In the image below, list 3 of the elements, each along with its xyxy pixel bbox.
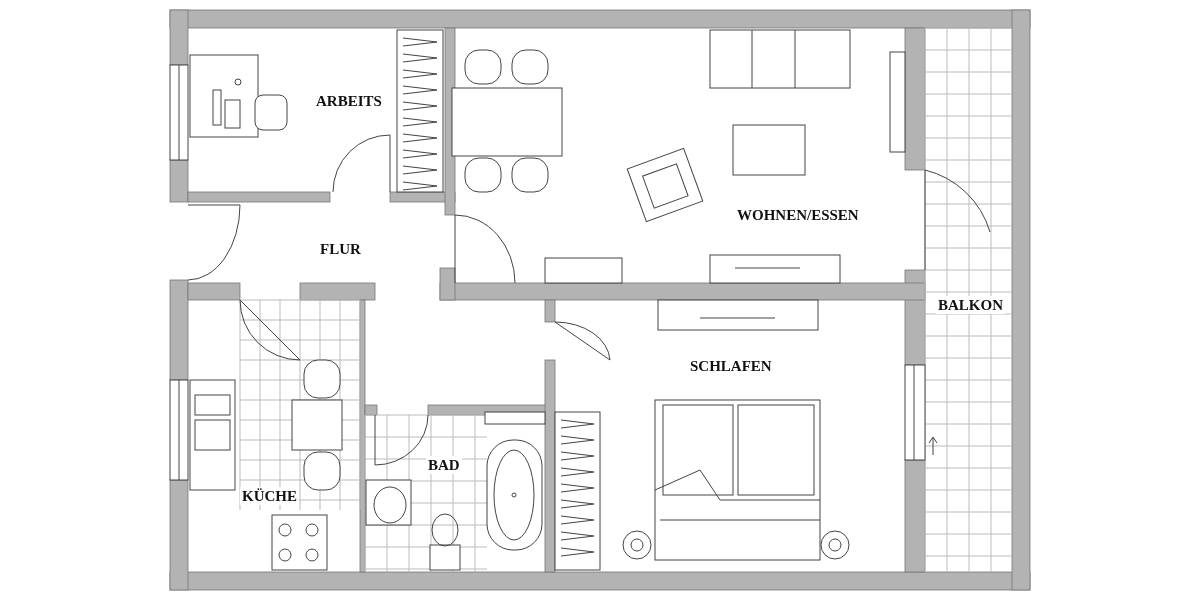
room-label: BALKON (936, 296, 1005, 314)
room-label: KÜCHE (240, 487, 299, 505)
room-label: BAD (426, 456, 462, 474)
